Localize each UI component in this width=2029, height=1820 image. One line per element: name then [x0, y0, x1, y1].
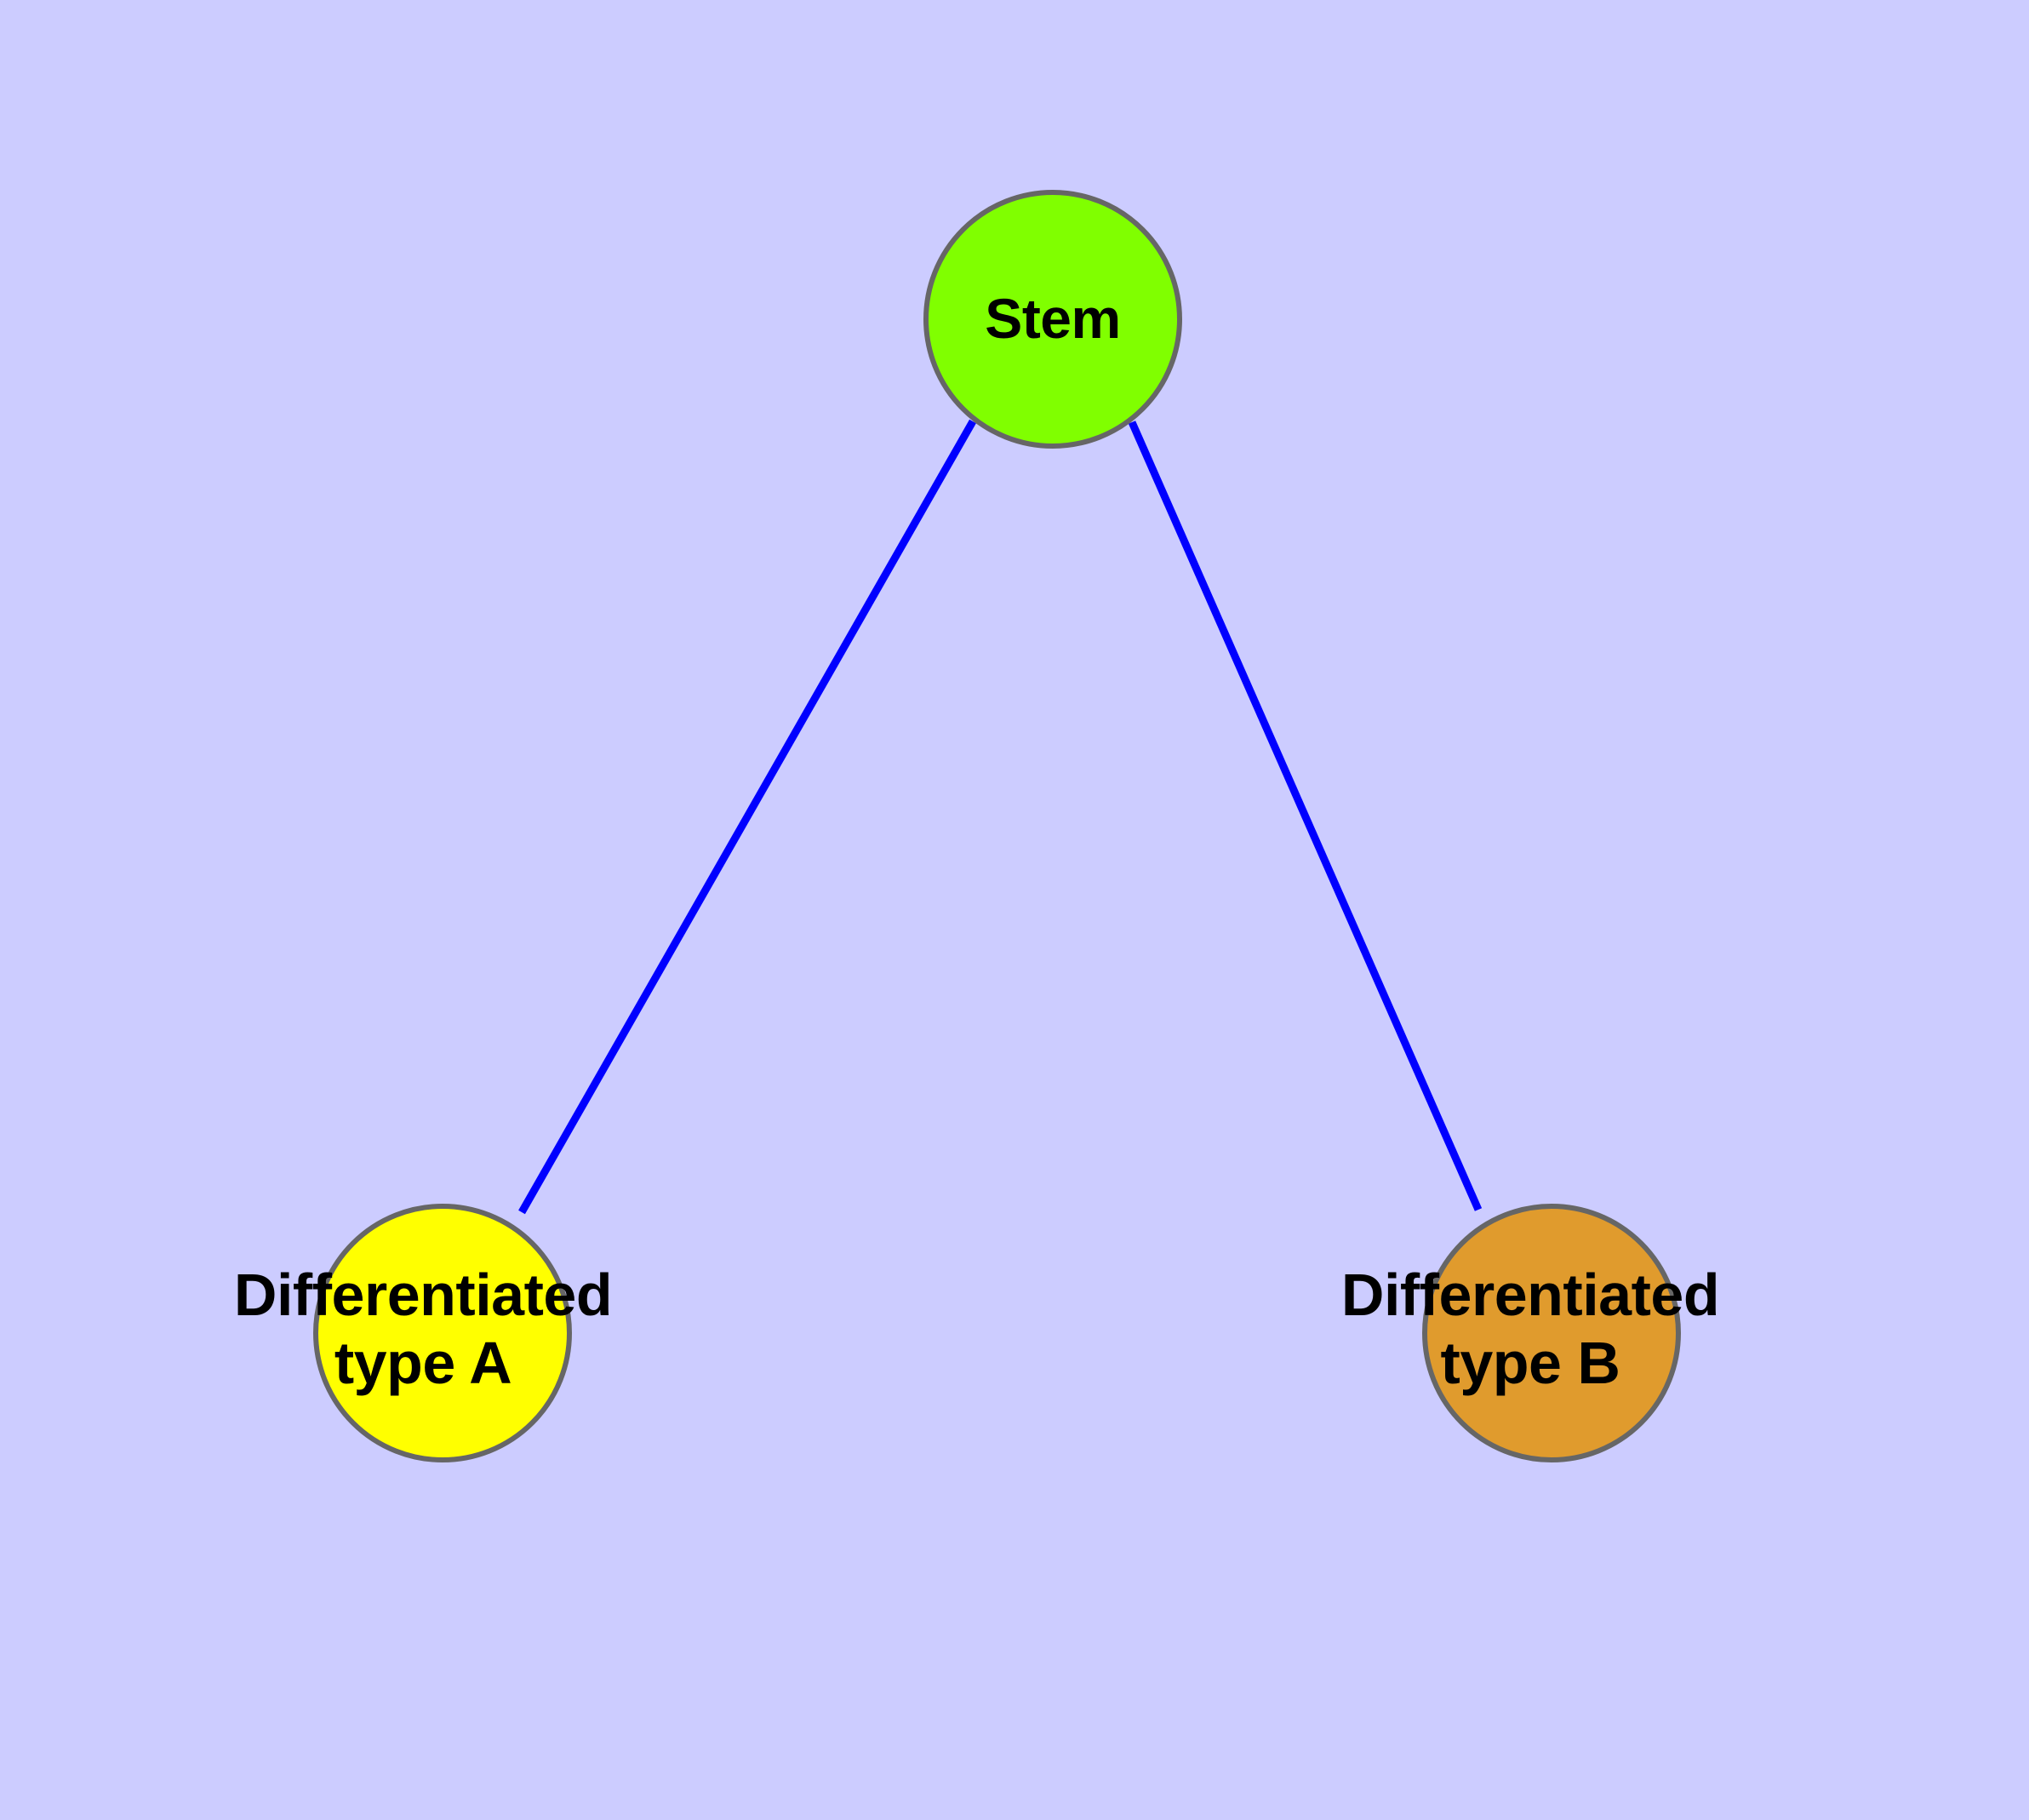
node-stem[interactable]: [923, 190, 1182, 449]
node-differentiated-type-a[interactable]: [313, 1204, 572, 1462]
edge-stem-to-diff-b[interactable]: [1128, 421, 1483, 1211]
node-differentiated-type-b[interactable]: [1422, 1204, 1681, 1462]
edge-stem-to-diff-a[interactable]: [518, 419, 976, 1215]
